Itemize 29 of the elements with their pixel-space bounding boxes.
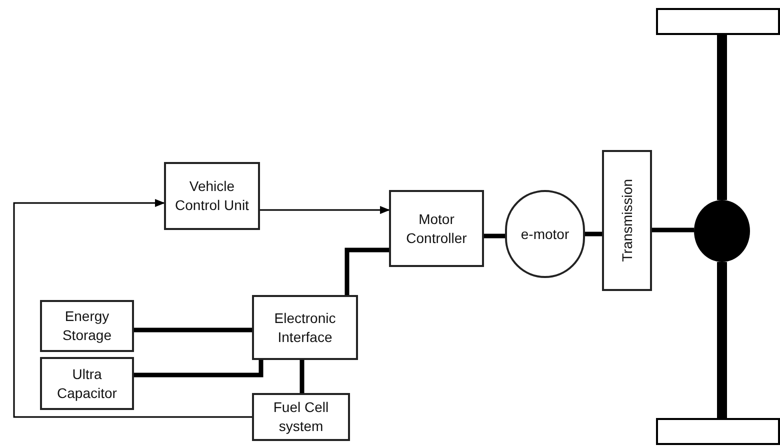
- node-label: e-motor: [520, 224, 570, 244]
- node-label: Transmission: [618, 179, 636, 262]
- arrow: [13, 199, 252, 418]
- connector-line: [134, 360, 264, 378]
- node-label: Energy Storage: [61, 307, 113, 345]
- node-label: Motor Controller: [405, 210, 468, 248]
- differential-circle: [694, 200, 750, 262]
- connector-line: [134, 328, 252, 332]
- process-box: [164, 162, 260, 230]
- node-label: Vehicle Control Unit: [174, 177, 250, 215]
- node-label: Electronic Interface: [273, 308, 337, 346]
- wheel-block: [656, 418, 780, 445]
- node-label: Fuel Cell system: [272, 398, 330, 436]
- process-box: [602, 150, 652, 291]
- process-box: [252, 295, 358, 360]
- connector-line: [585, 232, 602, 236]
- arrow: [260, 206, 390, 214]
- connector-line: [717, 262, 727, 418]
- connector-line: [717, 35, 727, 200]
- process-box: [389, 190, 484, 267]
- wheel-block: [656, 8, 780, 35]
- connector-line: [652, 228, 694, 232]
- process-box: [40, 357, 134, 410]
- connector-line: [300, 360, 304, 393]
- connector-line: [484, 234, 505, 238]
- connector-line: [344, 248, 389, 295]
- node-label: Ultra Capacitor: [56, 364, 118, 402]
- process-box: [40, 300, 134, 352]
- process-box: [252, 393, 350, 441]
